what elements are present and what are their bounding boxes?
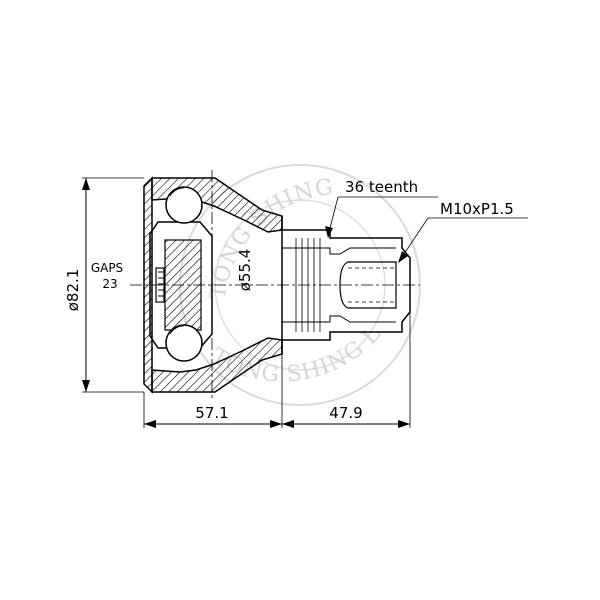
dimension-lengths: 57.1 47.9 (143, 312, 411, 428)
gaps-title: GAPS (91, 261, 123, 275)
ball-bottom (165, 324, 203, 362)
inner-diameter-label: ø55.4 (236, 249, 254, 292)
length-body-label: 57.1 (195, 404, 228, 422)
thread-leader: M10xP1.5 (398, 200, 528, 263)
ball-top (165, 186, 203, 224)
teeth-leader: 36 teenth (325, 178, 438, 238)
thread-label: M10xP1.5 (440, 200, 514, 218)
gaps-value: 23 (102, 277, 117, 291)
outer-diameter-label: ø82.1 (64, 269, 82, 312)
dimension-outer-diameter: ø82.1 (64, 177, 144, 393)
threaded-tip (339, 261, 397, 309)
teeth-label: 36 teenth (345, 178, 418, 196)
length-shaft-label: 47.9 (329, 404, 362, 422)
